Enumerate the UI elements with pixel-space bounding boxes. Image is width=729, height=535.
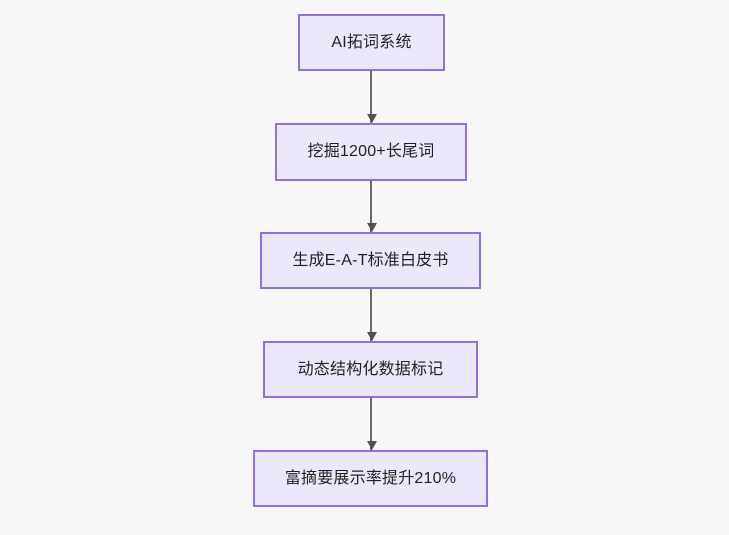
flowchart-node-label: 挖掘1200+长尾词 <box>307 143 435 161</box>
edge-line <box>370 181 372 232</box>
flowchart-node[interactable]: 生成E-A-T标准白皮书 <box>260 232 481 289</box>
arrow-down-icon <box>367 332 377 341</box>
edge-line <box>370 71 372 123</box>
flowchart-node-label: 生成E-A-T标准白皮书 <box>292 251 449 269</box>
flowchart-node-label: 富摘要展示率提升210% <box>284 469 457 487</box>
arrow-down-icon <box>367 114 377 123</box>
edge-line <box>370 398 372 450</box>
flowchart-node[interactable]: AI拓词系统 <box>298 14 445 71</box>
flowchart-node-label: 动态结构化数据标记 <box>297 360 444 378</box>
edge-line <box>370 289 372 341</box>
flowchart-node-label: AI拓词系统 <box>331 33 412 51</box>
flowchart-node[interactable]: 动态结构化数据标记 <box>263 341 478 398</box>
flowchart-node[interactable]: 挖掘1200+长尾词 <box>275 123 467 181</box>
arrow-down-icon <box>367 223 377 232</box>
arrow-down-icon <box>367 441 377 450</box>
flowchart-node[interactable]: 富摘要展示率提升210% <box>253 450 488 507</box>
